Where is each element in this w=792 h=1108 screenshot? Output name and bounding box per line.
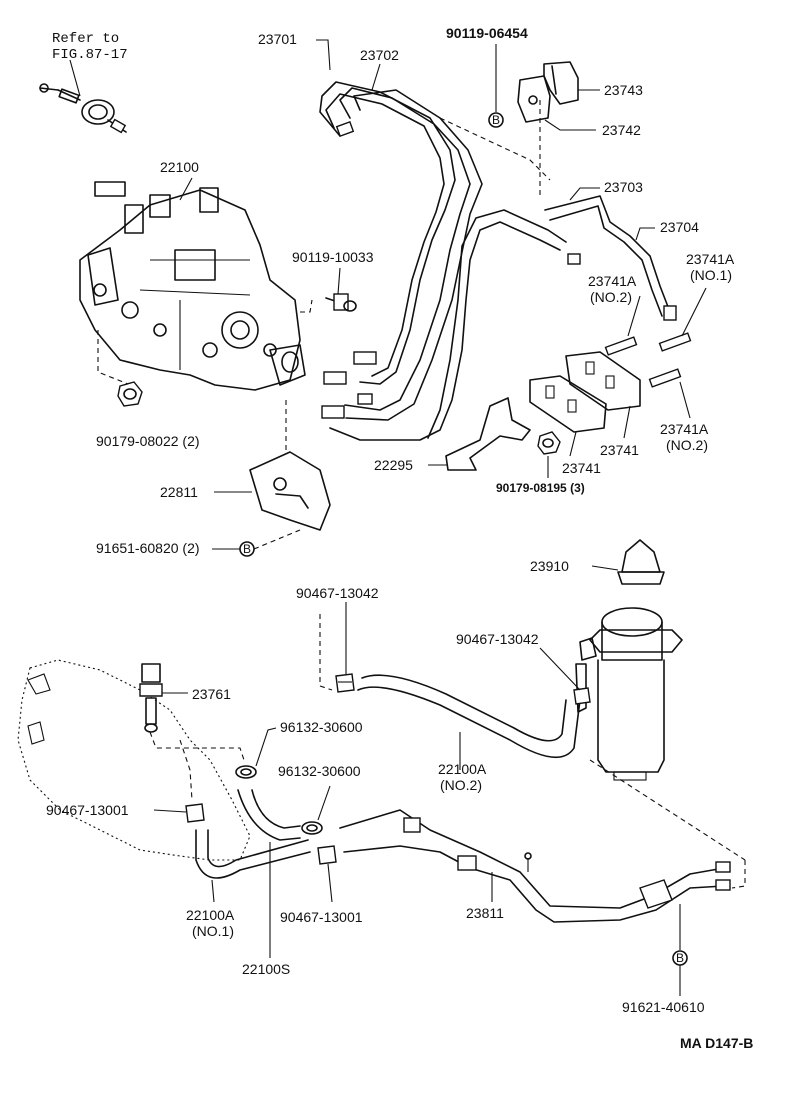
clamp-23741-lower [529,375,607,433]
label-91621-40610: 91621-40610 [622,999,705,1015]
bracket-22811 [249,451,331,531]
reference-note-line2: FIG.87-17 [52,47,128,63]
fuel-filter-assembly [575,607,683,781]
actuator-drawing [39,59,127,134]
label-23704: 23704 [660,219,699,235]
label-90467-13001-a: 90467-13001 [46,802,129,818]
hose-22100A-no2 [357,674,581,759]
bolt-90119-10033 [325,293,357,312]
label-90119-06454: 90119-06454 [446,25,528,41]
clip-96132-30600-a [235,765,257,779]
circle-b-label-3: B [676,951,684,965]
clamp-23741-upper [565,351,641,411]
label-23741-a: 23741 [600,442,639,458]
clip-96132-30600-b [301,821,323,835]
label-23703: 23703 [604,179,643,195]
label-96132-30600-a: 96132-30600 [280,719,363,735]
circle-b-marker-2 [488,112,504,128]
fuel-pipe-23811 [339,809,731,923]
bracket-22295 [445,397,531,471]
stud-bolts-23741A [604,332,692,388]
nut-90179-08022 [117,381,143,407]
label-90179-08195: 90179-08195 (3) [496,481,585,495]
drawing-code: MA D147-B [680,1035,753,1051]
label-23741A-no2-bot: 23741A [660,421,709,437]
label-22100A-no2-sub: (NO.2) [440,777,482,793]
label-22100A-no2: 22100A [438,761,487,777]
label-23741A-no1: 23741A [686,251,735,267]
label-22100: 22100 [160,159,199,175]
label-91651-60820: 91651-60820 (2) [96,540,200,556]
label-22100A-no1: 22100A [186,907,235,923]
circle-b-label-2: B [492,113,500,127]
label-23741A-no2-top: 23741A [588,273,637,289]
label-23761: 23761 [192,686,231,702]
nut-90179-08195 [537,431,561,455]
label-22100A-no1-sub: (NO.1) [192,923,234,939]
reference-note-line1: Refer to [52,31,119,47]
injection-pipes [319,81,677,441]
label-23741A-no2-top-sub: (NO.2) [590,289,632,305]
hose-clamp-90467-13042-b [573,687,591,705]
label-23742: 23742 [602,122,641,138]
label-90179-08022: 90179-08022 (2) [96,433,200,449]
label-23910: 23910 [530,558,569,574]
label-22100S: 22100S [242,961,290,977]
label-90467-13001-b: 90467-13001 [280,909,363,925]
label-23741A-no2-bot-sub: (NO.2) [666,437,708,453]
label-22811: 22811 [160,484,198,500]
hose-22100A-no1 [195,829,311,879]
injection-pump-drawing [79,181,306,391]
label-23741-b: 23741 [562,460,601,476]
hose-clamp-90467-13042-a [335,673,355,693]
label-90467-13042-b: 90467-13042 [456,631,539,647]
clamp-23742 [517,75,551,123]
priming-pump-23910 [617,539,665,585]
label-23743: 23743 [604,82,643,98]
label-96132-30600-b: 96132-30600 [278,763,361,779]
hose-clamp-90467-13001-a [185,803,205,823]
label-23702: 23702 [360,47,399,63]
label-90119-10033: 90119-10033 [292,249,374,265]
label-23741A-no1-sub: (NO.1) [690,267,732,283]
label-23701: 23701 [258,31,297,47]
label-90467-13042-a: 90467-13042 [296,585,379,601]
hose-clamp-90467-13001-b [317,845,337,865]
circle-b-label-1: B [243,542,251,556]
label-23811: 23811 [466,905,504,921]
fitting-23761 [139,663,163,733]
hose-22100S [237,789,301,841]
engine-block-outline [17,659,251,861]
label-22295: 22295 [374,457,413,473]
